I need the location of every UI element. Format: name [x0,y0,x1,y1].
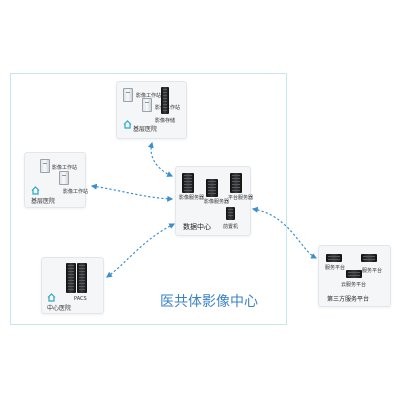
device-label: 平台服务器 [228,195,254,201]
pacs-server-icon [66,263,76,293]
node-name: 第三方服务平台 [327,296,370,303]
workstation-server-icon [142,98,152,112]
front-end-server-icon [226,207,235,220]
device-label: 影像工作站 [136,93,162,99]
storage-server-icon [161,87,169,114]
node-name: 中心医院 [47,305,72,312]
node-central-hospital[interactable]: PACS 中心医院 [41,257,104,314]
workstation-server-icon [123,88,133,102]
image-server-icon [206,179,218,197]
device-label: 云服务平台 [341,282,367,288]
node-name: 基层医院 [31,198,56,205]
device-label: 影像服务器 [179,195,205,201]
pacs-server-icon [77,263,87,293]
cloud-server-icon [346,270,362,278]
community-boundary-frame [10,73,287,325]
platform-server-icon [230,173,242,193]
device-label: PACS [74,296,87,302]
device-label: 影像工作站 [63,189,89,195]
diagram-title: 医共体影像中心 [160,294,258,310]
node-third-party[interactable]: 服务平台 服务平台 云服务平台 第三方服务平台 [318,245,391,307]
link-top-to-datacenter [147,141,174,177]
device-label: 服务平台 [325,265,346,271]
link-central-to-datacenter [106,223,176,278]
device-label: 前置机 [223,224,239,230]
device-label: 影像服务器 [204,199,230,205]
node-name: 基层医院 [133,126,158,133]
link-datacenter-to-thirdparty [251,206,318,259]
node-top-hospital[interactable]: 影像工作站 影像工作站 影像存储 基层医院 [116,81,187,139]
workstation-server-icon [59,171,69,185]
home-icon [123,120,132,129]
device-label: 影像工作站 [52,165,78,171]
workstation-server-icon [40,159,50,173]
image-server-icon [182,173,194,193]
platform-server-icon [326,254,342,262]
node-data-center[interactable]: 影像服务器 影像服务器 平台服务器 数据中心 前置机 [175,166,254,236]
link-left-to-datacenter [90,183,174,202]
home-icon [47,293,56,302]
node-left-hospital[interactable]: 影像工作站 影像工作站 基层医院 [24,152,89,208]
home-icon [31,186,40,195]
device-label: 影像存储 [155,118,176,124]
device-label: 服务平台 [362,268,383,274]
node-name: 数据中心 [183,223,211,231]
platform-server-icon [361,254,377,262]
